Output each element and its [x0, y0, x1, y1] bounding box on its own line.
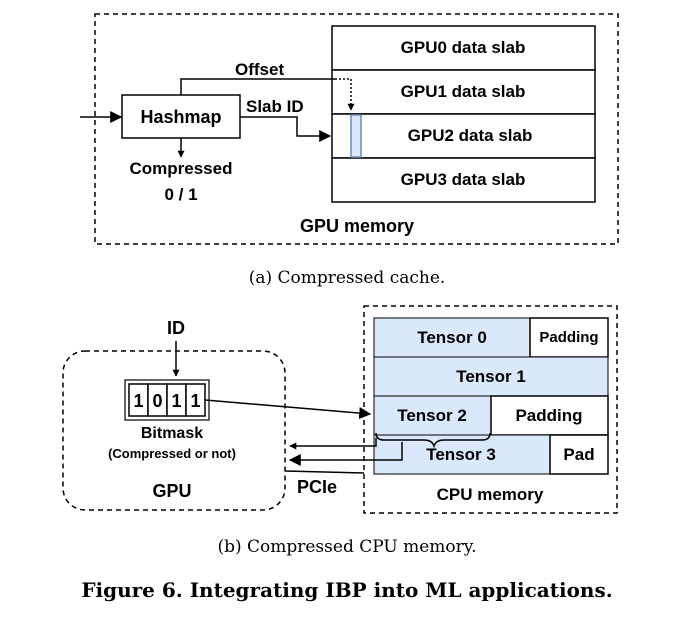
slab-id-arrow: [240, 116, 332, 142]
gpu-label: GPU: [152, 481, 191, 501]
compressed-values: 0 / 1: [164, 185, 197, 204]
pad3-label: Pad: [563, 445, 594, 464]
pcie-arrow-lower: [288, 442, 403, 466]
slab-gpu3-label: GPU3 data slab: [401, 170, 526, 189]
slab-highlight-cell: [350, 114, 362, 158]
pad3-block: [549, 434, 609, 475]
gpu-memory-region: [94, 13, 619, 245]
slab-gpu1: [331, 69, 596, 115]
hashmap-label: Hashmap: [140, 107, 221, 127]
bitmask-bit-0: 1: [133, 391, 143, 411]
tensor2-block: [373, 395, 492, 436]
slab-gpu3: [331, 157, 596, 203]
padding2-block: [490, 395, 609, 436]
figure-caption: Figure 6. Integrating IBP into ML applic…: [81, 578, 612, 602]
tensor3-label: Tensor 3: [426, 445, 496, 464]
bitmask-label: Bitmask: [141, 425, 203, 442]
bitmask-to-tensor2-arrow: [204, 399, 372, 420]
slab-gpu1-label: GPU1 data slab: [401, 82, 526, 101]
tensor2-brace: [375, 432, 491, 449]
bitmask-bit-3: 1: [190, 391, 200, 411]
gpu-region: [62, 350, 286, 511]
caption-a: (a) Compressed cache.: [249, 268, 446, 288]
tensor1-label: Tensor 1: [456, 367, 526, 386]
cpu-memory-region: [363, 305, 618, 514]
padding0-block: [529, 317, 609, 358]
bitmask-bit-1: 0: [152, 391, 162, 411]
bitmask-bit-2: 1: [171, 391, 181, 411]
pcie-arrow-upper: [289, 438, 377, 450]
id-label: ID: [167, 318, 185, 338]
pcie-link-line: [284, 470, 365, 474]
offset-path: [180, 78, 335, 95]
diagram-b: ID 1 0 1 1 Bitmask (Compressed or not) G…: [62, 305, 618, 514]
tensor3-block: [373, 434, 551, 475]
gpu-memory-label: GPU memory: [300, 216, 414, 236]
tensor1-block: [373, 356, 609, 397]
tensor0-block: [373, 317, 531, 358]
offset-dotted-arrow: [335, 78, 355, 111]
bitmask-sublabel: (Compressed or not): [108, 446, 236, 461]
padding0-label: Padding: [539, 329, 598, 346]
tensor2-label: Tensor 2: [397, 406, 467, 425]
tensor0-label: Tensor 0: [417, 328, 487, 347]
slab-gpu0: [331, 25, 596, 71]
diagram-a: GPU0 data slab GPU1 data slab GPU2 data …: [80, 13, 619, 245]
pcie-label: PCIe: [297, 477, 337, 497]
compressed-label: Compressed: [130, 159, 233, 178]
slab-id-label: Slab ID: [246, 97, 304, 116]
slab-gpu0-label: GPU0 data slab: [401, 38, 526, 57]
slab-gpu2-label: GPU2 data slab: [408, 126, 533, 145]
offset-label: Offset: [235, 60, 284, 79]
padding2-label: Padding: [515, 406, 582, 425]
caption-b: (b) Compressed CPU memory.: [217, 537, 476, 557]
cpu-memory-label: CPU memory: [437, 485, 544, 504]
